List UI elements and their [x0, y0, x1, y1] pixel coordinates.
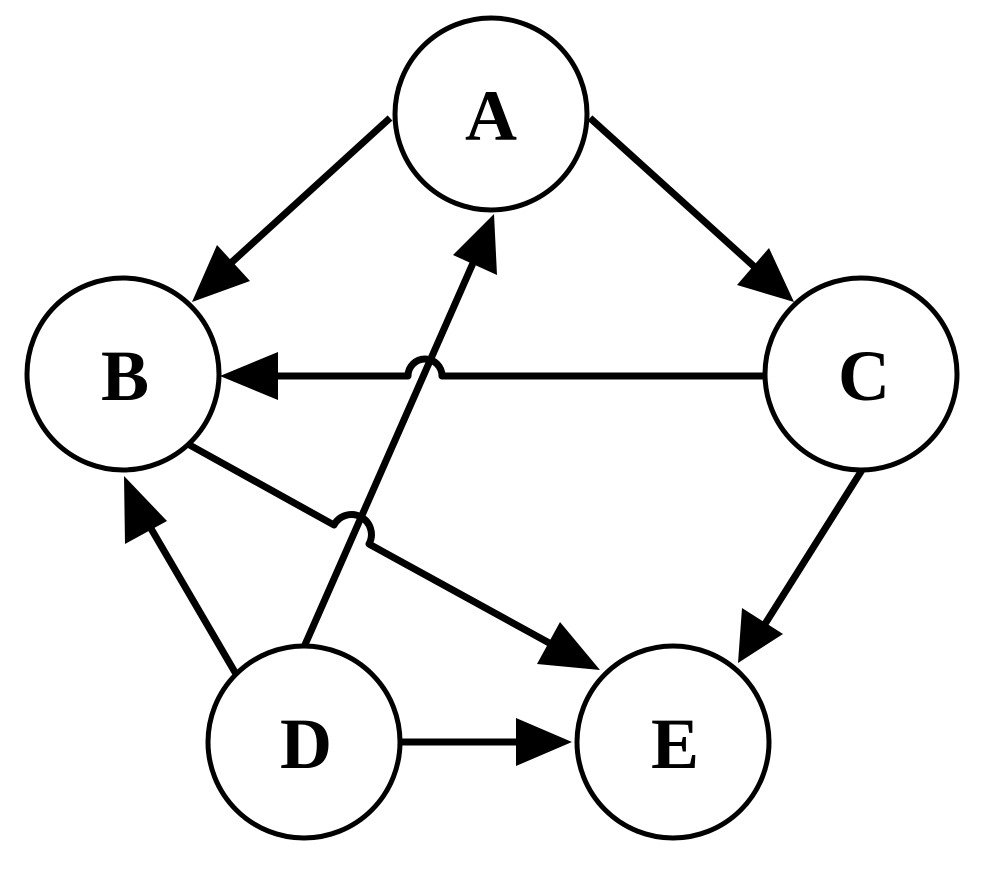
node-e-circle: [574, 643, 772, 841]
node-c: C: [762, 275, 960, 473]
edge-d-to-a: [300, 214, 497, 649]
node-c-circle: [762, 275, 960, 473]
arrowhead-d-to-a: [453, 214, 497, 275]
edge-c-to-e: [738, 468, 865, 663]
node-e: E: [574, 643, 772, 841]
node-a-label: A: [465, 76, 517, 156]
edge-c-to-b: [220, 352, 765, 400]
edge-d-to-e: [400, 718, 572, 766]
edge-d-to-b: [124, 476, 240, 676]
edge-b-to-e: [184, 439, 600, 670]
node-b-circle: [24, 275, 222, 473]
arrowhead-c-to-b: [220, 352, 278, 400]
node-d-circle: [205, 643, 403, 841]
node-e-label: E: [651, 704, 699, 784]
node-b: B: [24, 275, 222, 473]
arrowhead-a-to-c: [737, 248, 794, 302]
node-c-label: C: [838, 336, 890, 416]
node-a: A: [392, 15, 590, 213]
node-a-circle: [392, 15, 590, 213]
arrowhead-d-to-e: [516, 718, 572, 766]
arrowhead-d-to-b: [124, 476, 167, 544]
arrowhead-b-to-e: [537, 622, 600, 670]
arrowhead-a-to-b: [192, 245, 250, 302]
node-d: D: [205, 643, 403, 841]
edge-a-to-b: [192, 115, 393, 302]
arrowhead-c-to-e: [738, 608, 783, 663]
node-b-label: B: [101, 336, 149, 416]
node-d-label: D: [280, 704, 332, 784]
edge-a-to-c: [587, 115, 794, 302]
